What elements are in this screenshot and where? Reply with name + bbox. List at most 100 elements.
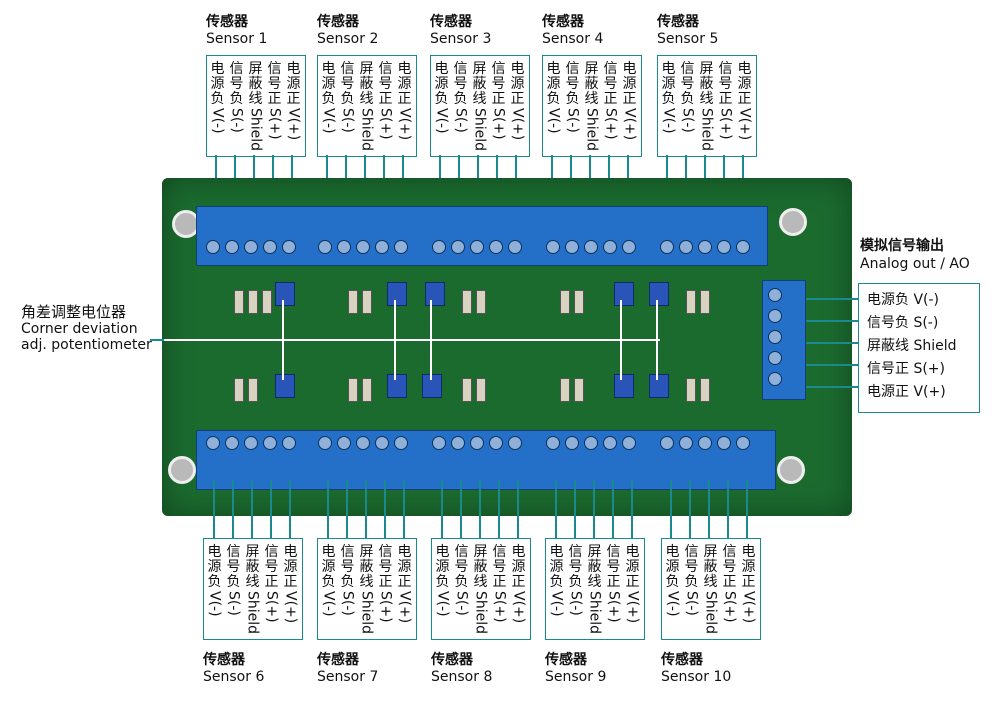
sensor-9-name: Sensor 9 — [545, 669, 607, 685]
potentiometer-label-en2: adj. potentiometer — [21, 337, 152, 353]
mounting-hole — [168, 456, 196, 484]
sensor-1-title: 传感器 — [206, 14, 248, 30]
potentiometer — [649, 374, 669, 398]
sensor-10-label: 传感器 Sensor 10 — [661, 652, 731, 686]
resistor — [248, 378, 258, 402]
resistor — [476, 378, 486, 402]
potentiometer — [649, 282, 669, 306]
resistor — [348, 378, 358, 402]
ao-line-vplus: 电源正 V(+) — [867, 384, 946, 400]
analog-out-title-en: Analog out / AO — [860, 256, 970, 272]
potentiometer — [387, 374, 407, 398]
potentiometer — [614, 374, 634, 398]
ao-line-sminus: 信号负 S(-) — [867, 315, 939, 331]
potentiometer — [275, 282, 295, 306]
mounting-hole — [779, 208, 807, 236]
sensor-3-label: 传感器 Sensor 3 — [430, 14, 491, 48]
analog-out-box: 电源负 V(-) 信号负 S(-) 屏蔽线 Shield 信号正 S(+) 电源… — [858, 283, 980, 413]
sensor-10-name: Sensor 10 — [661, 669, 732, 685]
resistor — [686, 290, 696, 314]
sensor-4-title: 传感器 — [542, 14, 584, 30]
sensor-6-name: Sensor 6 — [203, 669, 265, 685]
sensor-3-title: 传感器 — [430, 14, 472, 30]
potentiometer-label-zh: 角差调整电位器 — [21, 303, 127, 321]
sensor-7-label: 传感器 Sensor 7 — [317, 652, 378, 686]
resistor — [574, 290, 584, 314]
resistor — [700, 290, 710, 314]
pointer-drop — [282, 300, 284, 380]
sensor-4-label: 传感器 Sensor 4 — [542, 14, 603, 48]
mounting-hole — [777, 456, 805, 484]
resistor — [700, 378, 710, 402]
ao-line-splus: 信号正 S(+) — [867, 361, 945, 377]
sensor-5-title: 传感器 — [657, 14, 699, 30]
pointer-drop — [620, 300, 622, 380]
sensor-3-name: Sensor 3 — [430, 31, 492, 47]
resistor — [560, 378, 570, 402]
sensor-5-name: Sensor 5 — [657, 31, 719, 47]
resistor — [476, 290, 486, 314]
potentiometer — [275, 374, 295, 398]
potentiometer — [425, 282, 445, 306]
resistor — [348, 290, 358, 314]
top-terminal-block — [196, 206, 768, 266]
sensor-2-title: 传感器 — [317, 14, 359, 30]
pointer-drop — [430, 300, 432, 380]
sensor-9-title: 传感器 — [545, 652, 587, 668]
potentiometer — [614, 282, 634, 306]
sensor-7-name: Sensor 7 — [317, 669, 379, 685]
resistor — [234, 378, 244, 402]
resistor — [686, 378, 696, 402]
pointer-drop — [656, 300, 658, 380]
sensor-2-name: Sensor 2 — [317, 31, 379, 47]
resistor — [560, 290, 570, 314]
sensor-5-label: 传感器 Sensor 5 — [657, 14, 718, 48]
potentiometer — [387, 282, 407, 306]
analog-out-title-zh: 模拟信号输出 — [860, 238, 944, 254]
sensor-8-label: 传感器 Sensor 8 — [431, 652, 492, 686]
potentiometer-label-en1: Corner deviation — [21, 321, 138, 337]
sensor-6-label: 传感器 Sensor 6 — [203, 652, 264, 686]
pointer-drop — [394, 300, 396, 380]
sensor-1-label: 传感器 Sensor 1 — [206, 14, 267, 48]
pointer-stub — [150, 339, 164, 341]
